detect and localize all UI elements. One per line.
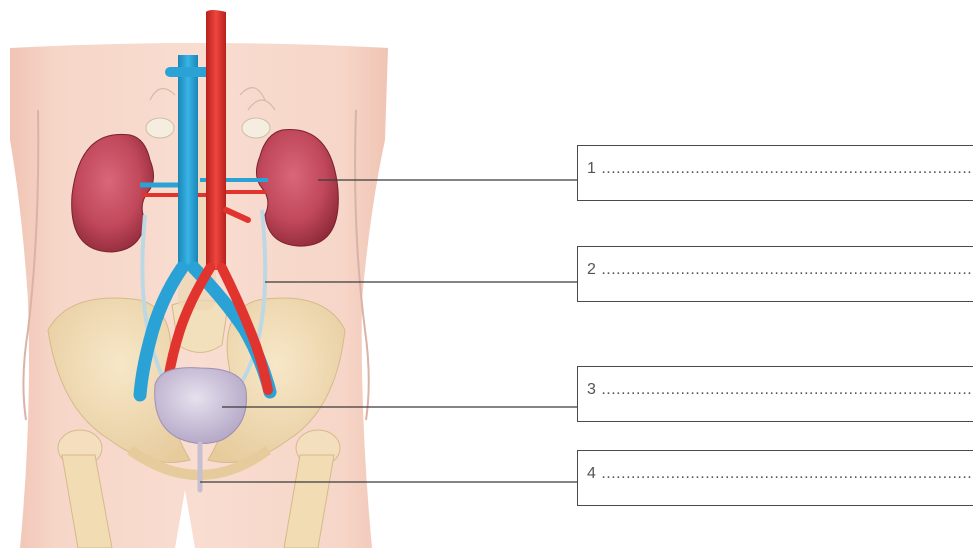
- label-box-3[interactable]: 3 ......................................…: [577, 366, 973, 422]
- label-box-1[interactable]: 1 ......................................…: [577, 145, 973, 201]
- adrenal-gland-left: [146, 118, 174, 138]
- label-text-3: 3 ......................................…: [587, 381, 972, 399]
- label-text-2: 2 ......................................…: [587, 261, 972, 279]
- label-box-4[interactable]: 4 ......................................…: [577, 450, 973, 506]
- inferior-vena-cava: [178, 55, 198, 270]
- label-text-4: 4 ......................................…: [587, 465, 972, 483]
- label-text-1: 1 ......................................…: [587, 160, 972, 178]
- aorta: [206, 10, 226, 270]
- adrenal-gland-right: [242, 118, 270, 138]
- label-box-2[interactable]: 2 ......................................…: [577, 246, 973, 302]
